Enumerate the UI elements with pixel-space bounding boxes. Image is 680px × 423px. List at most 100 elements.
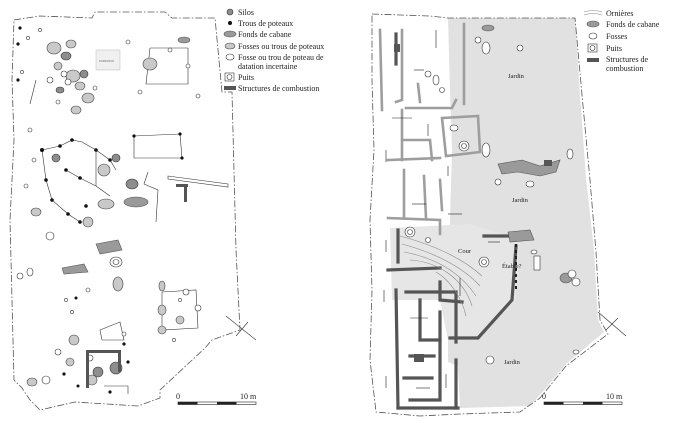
silo (92, 366, 104, 378)
post (78, 220, 82, 224)
wall (378, 28, 384, 112)
wall (416, 82, 422, 104)
post (180, 156, 184, 160)
legend-posts: Trous de poteaux (238, 19, 293, 28)
scale-end: 10 m (606, 392, 623, 401)
hole (55, 99, 61, 105)
hole (64, 78, 72, 86)
courtyard-area (390, 224, 520, 340)
legend-combustion-swatch (587, 58, 599, 62)
fosse (566, 148, 574, 160)
wall (386, 266, 442, 272)
post (132, 134, 136, 138)
scale-seg (583, 402, 603, 405)
left-orientation-mark (225, 315, 257, 341)
legend-uncertain-swatch (225, 53, 235, 61)
building-outline (133, 133, 183, 159)
scale-end: 10 m (240, 392, 257, 401)
legend-rut-swatch (583, 10, 603, 13)
post-line (65, 169, 111, 197)
orientation-line (235, 321, 249, 337)
combustion-structure (544, 160, 552, 166)
post (84, 204, 88, 208)
silo (55, 86, 65, 94)
left-building-right (157, 280, 202, 342)
hole (31, 157, 37, 163)
wall (418, 298, 442, 342)
legend-fosses: Fosses ou trous de poteaux (238, 42, 324, 51)
legend-silos: Silos (238, 8, 254, 17)
legend-combustion-swatch (224, 86, 236, 90)
post (40, 148, 44, 152)
post (78, 176, 82, 180)
rut (399, 235, 483, 277)
hole (137, 89, 143, 95)
garden-area (448, 18, 604, 408)
left-lower-cluster (16, 239, 124, 314)
legend-rut-swatch (583, 13, 603, 16)
stone-marker-box (95, 49, 121, 71)
hole (41, 375, 51, 385)
left-building-top (125, 36, 201, 99)
legend-cabane-swatch (586, 20, 600, 28)
silo (51, 153, 61, 163)
legend-cabane: Fonds de cabane (238, 30, 292, 39)
label-cour: Cour (458, 248, 472, 255)
legend-puits: Puits (238, 73, 254, 82)
hole (182, 288, 190, 296)
hole (178, 298, 182, 302)
wall (408, 310, 442, 402)
hole (185, 63, 191, 69)
hole (20, 70, 24, 74)
post-line (104, 385, 129, 394)
post (64, 168, 68, 172)
label-jardin-top: Jardin (508, 73, 525, 80)
label-etable: Étable? (502, 262, 522, 270)
cabane (61, 263, 89, 275)
legend-uncertain-l1: Fosse ou trou de poteau de (238, 53, 324, 62)
rut (403, 251, 477, 297)
left-plan: ▭▭▭▭ (9, 8, 324, 411)
fosse (46, 41, 62, 55)
cabane (507, 229, 535, 243)
fosse (425, 237, 431, 243)
hole (172, 338, 176, 342)
silo (125, 178, 139, 190)
hole (45, 231, 55, 241)
silo (60, 51, 72, 61)
wall (404, 98, 458, 110)
legend-combustion-l1: Structures de (606, 55, 648, 64)
fosse (481, 142, 491, 158)
light-walls (378, 22, 482, 236)
legend-puits-swatch (587, 43, 598, 53)
right-plan: Jardin Jardin Jardin Cour Étable? Ornièr… (369, 9, 660, 417)
wall (448, 244, 518, 340)
passage-arrows (383, 30, 500, 389)
hole (194, 304, 202, 312)
wall (440, 114, 482, 158)
fosse (474, 36, 482, 44)
rut (401, 243, 481, 287)
stable-feature (533, 255, 541, 271)
post (94, 148, 98, 152)
combustion-structure (414, 354, 424, 362)
post (126, 360, 130, 364)
wall (394, 28, 404, 104)
combustion-structure (118, 350, 121, 372)
post (16, 42, 20, 46)
hole (26, 36, 30, 40)
left-site-boundary (9, 11, 241, 411)
legend-cabane: Fonds de cabane (606, 20, 660, 29)
building-outline (145, 47, 189, 85)
label-jardin-mid: Jardin (512, 197, 529, 204)
post (16, 78, 20, 82)
legend-combustion: Structures de combustion (238, 84, 319, 93)
orientation-line (605, 317, 619, 331)
hole (64, 298, 68, 302)
left-bottom-cluster (26, 321, 130, 394)
post (18, 26, 22, 30)
right-orientation-mark (597, 311, 627, 337)
fosse (53, 61, 63, 71)
legend-puits-swatch (224, 72, 235, 82)
